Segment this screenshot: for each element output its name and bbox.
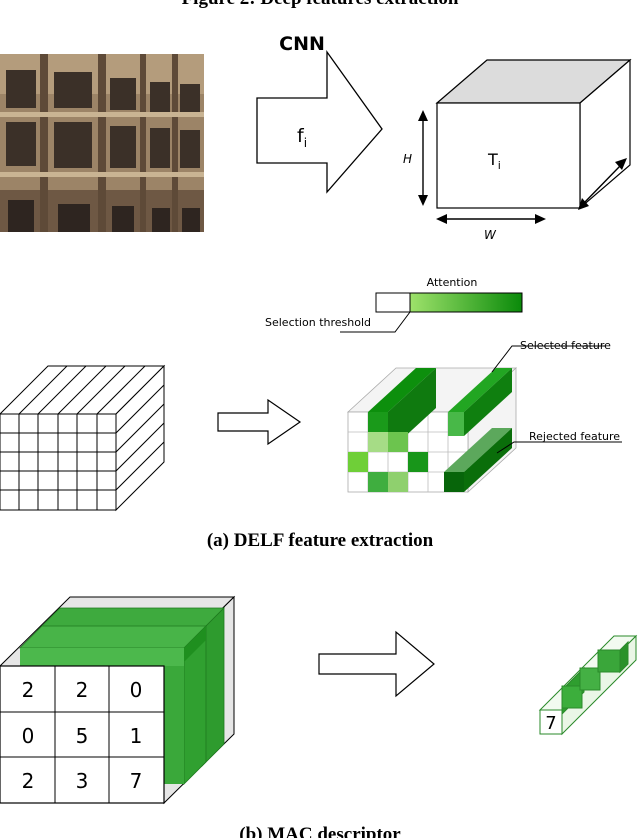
mac-cell: 5 xyxy=(76,724,89,748)
mac-cell: 1 xyxy=(130,724,143,748)
selected-features-cube xyxy=(346,367,518,493)
svg-text:Ti: Ti xyxy=(487,150,501,172)
mac-grid-values: 2 2 0 0 5 1 2 3 7 xyxy=(22,678,143,793)
rejected-leader-line xyxy=(496,441,622,454)
height-arrow xyxy=(418,110,428,206)
mac-cell: 0 xyxy=(22,724,35,748)
svg-text:fi: fi xyxy=(297,125,307,150)
tensor-subscript: i xyxy=(498,159,501,172)
cnn-arrow xyxy=(256,49,383,194)
building-photo xyxy=(0,54,204,232)
mac-cell: 7 xyxy=(130,769,143,793)
rejected-feature-label: Rejected feature xyxy=(529,430,620,443)
figure-title: Figure 2: Deep features extraction xyxy=(182,0,459,9)
threshold-leader-line xyxy=(340,311,411,333)
mac-caption: (b) MAC descriptor xyxy=(239,824,401,838)
mac-cell: 0 xyxy=(130,678,143,702)
depth-arrow xyxy=(578,158,627,210)
width-arrow xyxy=(436,214,546,224)
threshold-label: Selection threshold xyxy=(265,316,371,329)
attention-bar xyxy=(375,292,523,313)
cnn-label: CNN xyxy=(279,33,325,55)
mac-cell: 2 xyxy=(76,678,89,702)
mac-output-vector xyxy=(538,634,638,736)
input-feature-grid-cube xyxy=(0,364,166,512)
mac-output-value: 7 xyxy=(545,713,556,734)
cnn-arrow-subscript: i xyxy=(304,136,307,150)
delf-arrow xyxy=(217,398,302,446)
height-label: H xyxy=(403,152,412,166)
mac-cell: 2 xyxy=(22,769,35,793)
attention-label: Attention xyxy=(427,276,478,289)
mac-cell: 2 xyxy=(22,678,35,702)
width-label: W xyxy=(484,228,497,242)
mac-input-cube xyxy=(0,595,236,805)
cnn-arrow-label: f xyxy=(297,125,305,147)
mac-arrow xyxy=(318,630,435,698)
feature-tensor-cube xyxy=(435,58,632,210)
mac-cell: 3 xyxy=(76,769,89,793)
tensor-label: T xyxy=(487,150,498,169)
selected-leader-line xyxy=(491,345,606,373)
delf-caption: (a) DELF feature extraction xyxy=(207,530,434,551)
selected-feature-label: Selected feature xyxy=(520,339,611,352)
